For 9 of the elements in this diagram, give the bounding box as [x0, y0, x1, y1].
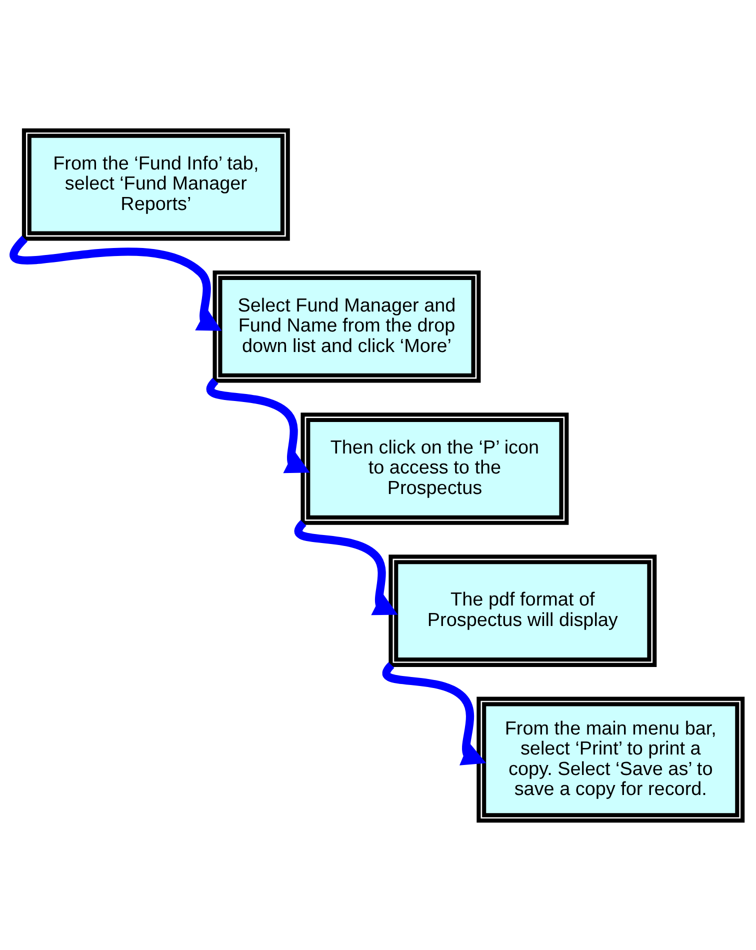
arrow	[206, 378, 310, 473]
node-box: From the main menu bar, select ‘Print’ to print a copy. Select ‘Save as’ to save a copy for record.	[476, 696, 745, 822]
node-box: Then click on the ‘P’ icon to access to the Prospectus	[300, 412, 569, 524]
node-box: The pdf format of Prospectus will display	[388, 554, 657, 666]
node-box: From the ‘Fund Info’ tab, select ‘Fund Manager Reports’	[22, 128, 290, 240]
arrow	[10, 236, 222, 330]
arrow	[294, 520, 398, 615]
node-box: Select Fund Manager and Fund Name from the drop down list and click ‘More’	[212, 270, 481, 382]
arrow	[382, 662, 486, 765]
